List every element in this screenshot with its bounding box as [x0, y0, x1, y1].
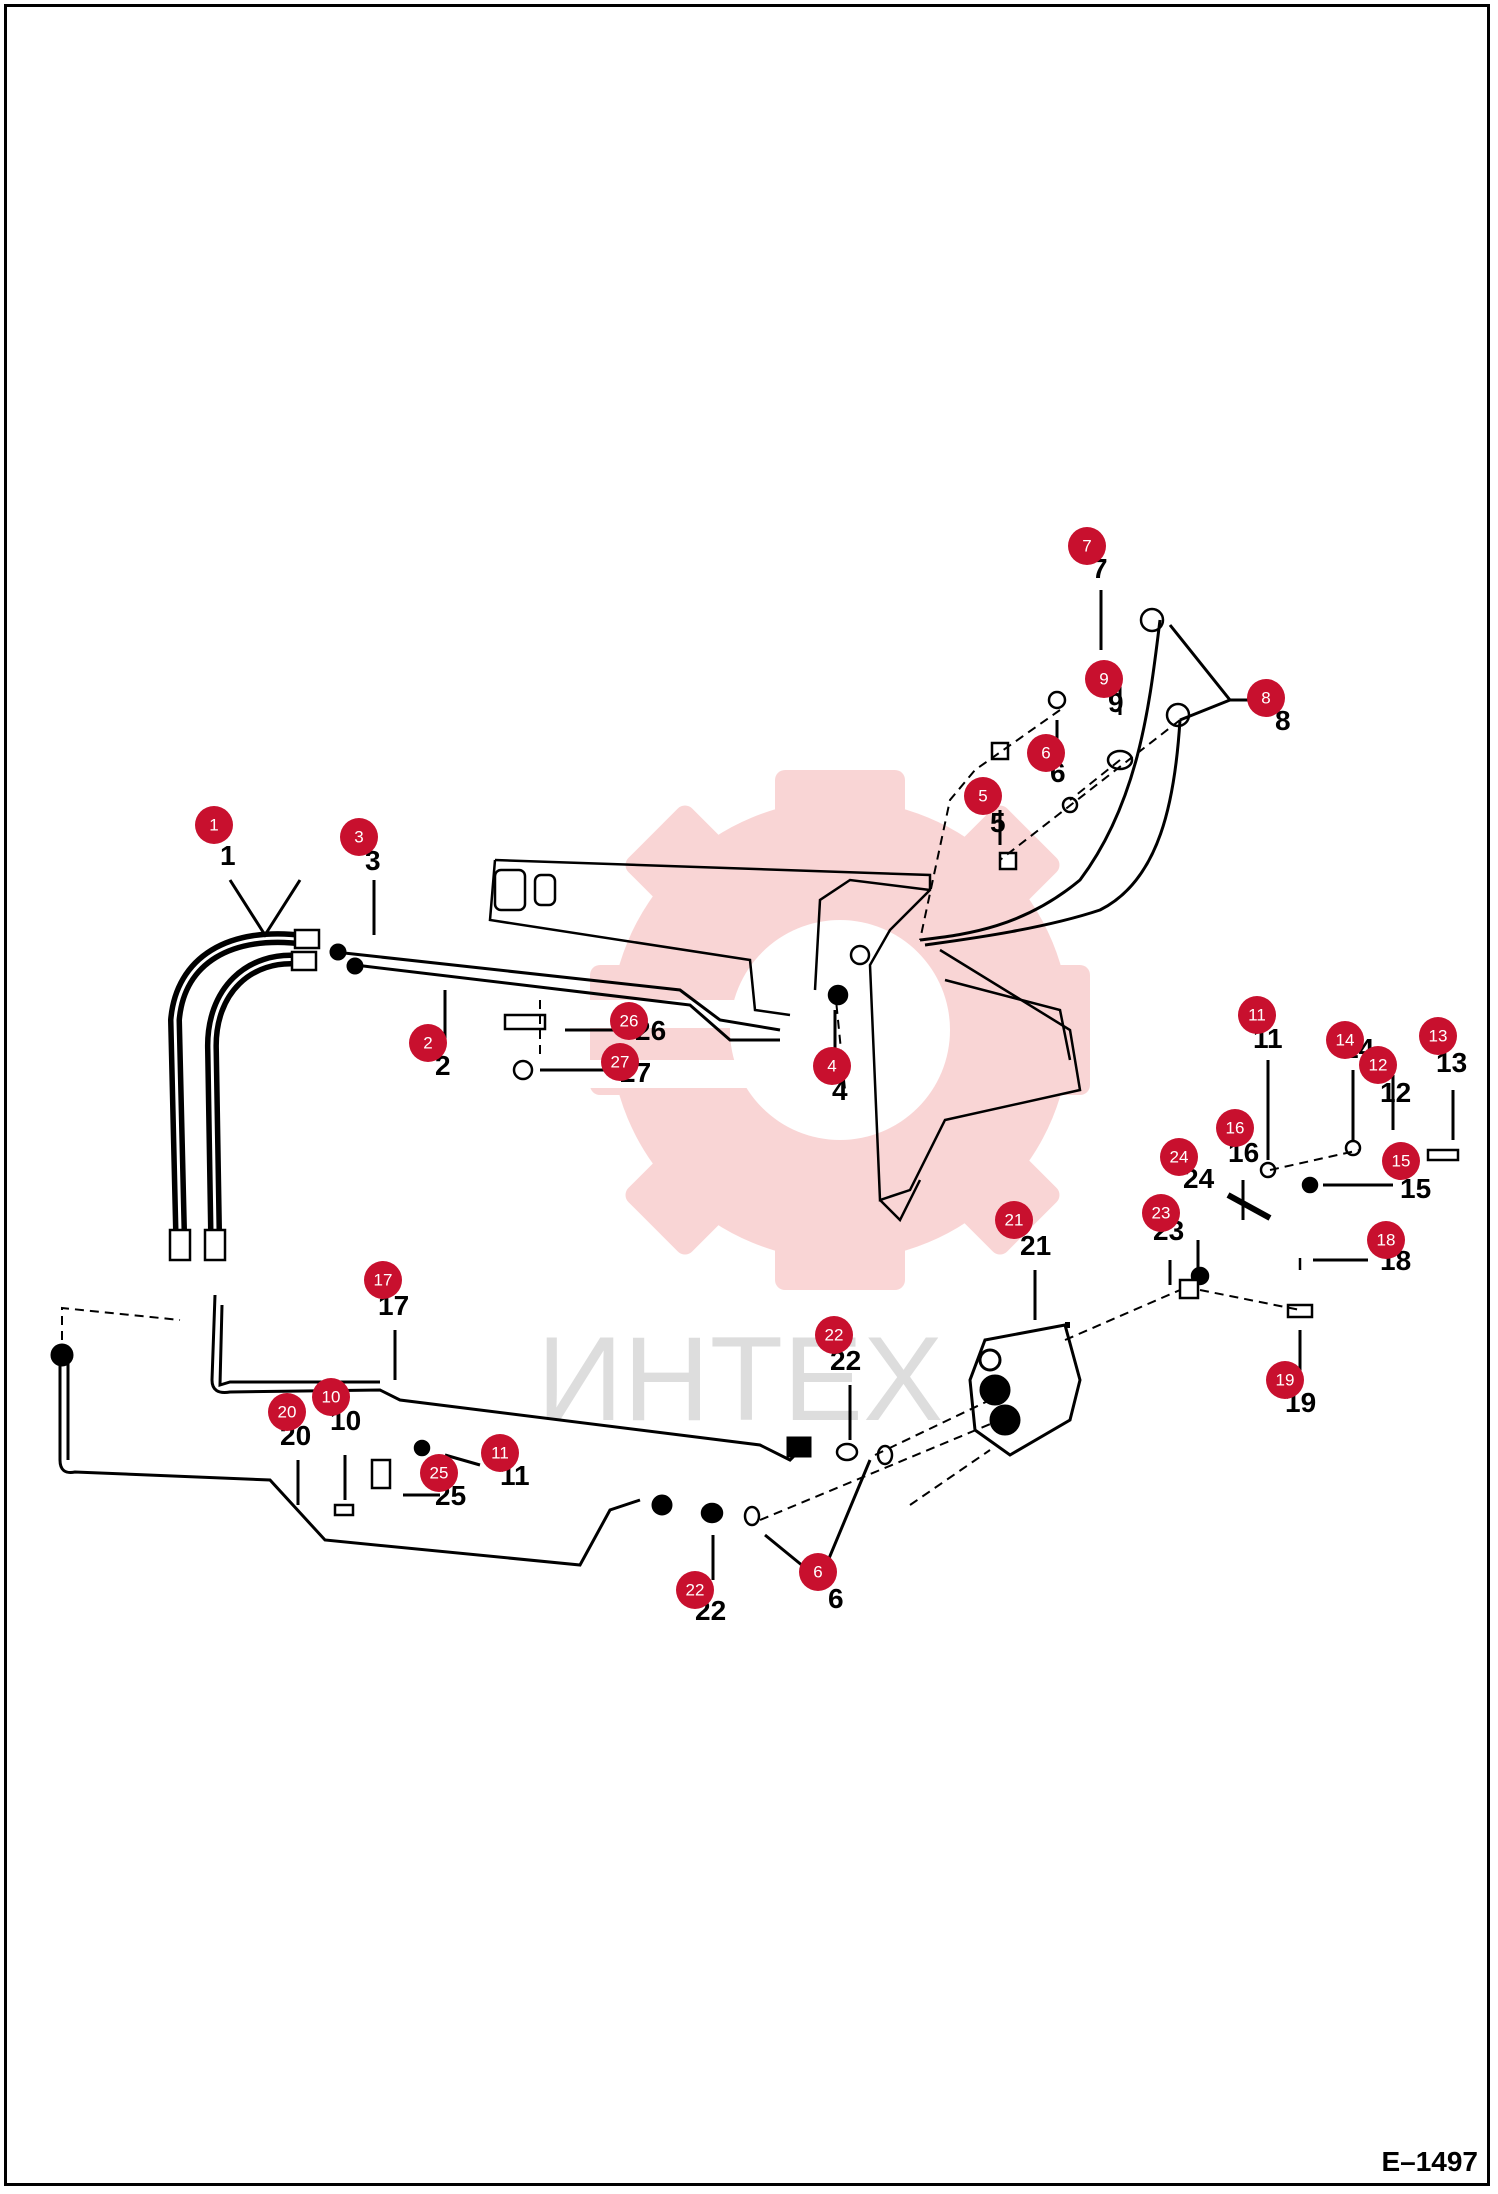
svg-text:11: 11 — [1248, 1006, 1266, 1025]
svg-text:11: 11 — [491, 1444, 509, 1463]
diagram-frame — [4, 4, 1490, 2186]
svg-text:22: 22 — [686, 1581, 705, 1600]
callout-badge-1: 1 — [195, 806, 233, 844]
callout-badge-23: 23 — [1142, 1194, 1180, 1232]
part-numbers: 7 9 8 6 5 1 3 2 26 27 4 11 14 12 13 16 1… — [220, 553, 1467, 1626]
callout-badge-11: 11 — [1238, 996, 1276, 1034]
svg-text:6: 6 — [813, 1563, 822, 1582]
hose-assembly — [167, 928, 321, 1262]
callout-badge-24: 24 — [1160, 1138, 1198, 1176]
watermark-logo — [520, 770, 1090, 1290]
tube-lines-lower — [50, 1294, 812, 1567]
callout-badge-7: 7 — [1068, 527, 1106, 565]
callout-badge-22: 22 — [676, 1571, 714, 1609]
svg-text:3: 3 — [354, 828, 363, 847]
callout-badge-5: 5 — [964, 777, 1002, 815]
callout-badge-18: 18 — [1367, 1221, 1405, 1259]
callout-badge-26: 26 — [610, 1002, 648, 1040]
callout-badge-16: 16 — [1216, 1109, 1254, 1147]
svg-text:5: 5 — [978, 787, 987, 806]
svg-text:6: 6 — [1041, 744, 1050, 763]
svg-text:17: 17 — [374, 1271, 393, 1290]
svg-text:27: 27 — [611, 1053, 630, 1072]
callout-badge-6: 6 — [799, 1553, 837, 1591]
part-number-5: 5 — [990, 807, 1006, 838]
svg-text:7: 7 — [1082, 537, 1091, 556]
callout-badge-4: 4 — [813, 1047, 851, 1085]
callout-badge-2: 2 — [409, 1024, 447, 1062]
svg-text:16: 16 — [1226, 1119, 1245, 1138]
hose-8 — [919, 619, 1182, 947]
callout-badge-15: 15 — [1382, 1142, 1420, 1180]
callout-badge-3: 3 — [340, 818, 378, 856]
callout-badge-13: 13 — [1419, 1017, 1457, 1055]
callout-badge-21: 21 — [995, 1201, 1033, 1239]
dashed-leaders — [61, 709, 1361, 1521]
svg-text:26: 26 — [620, 1012, 639, 1031]
callout-badges: 7 9 8 6 5 1 3 2 26 27 4 11 14 12 13 16 1… — [195, 527, 1457, 1609]
callout-badge-20: 20 — [268, 1393, 306, 1431]
svg-text:1: 1 — [209, 816, 218, 835]
small-parts — [333, 607, 1460, 1527]
svg-text:13: 13 — [1429, 1027, 1448, 1046]
svg-text:19: 19 — [1276, 1371, 1295, 1390]
svg-text:23: 23 — [1152, 1204, 1171, 1223]
svg-text:25: 25 — [430, 1464, 449, 1483]
watermark-text: ИНТЕХ — [537, 1312, 943, 1446]
callout-badge-8: 8 — [1247, 679, 1285, 717]
svg-text:24: 24 — [1170, 1148, 1189, 1167]
svg-text:2: 2 — [423, 1034, 432, 1053]
callout-badge-14: 14 — [1326, 1021, 1364, 1059]
svg-text:22: 22 — [825, 1326, 844, 1345]
solid-leaders — [228, 590, 1455, 1583]
part-number-6: 6 — [828, 1583, 844, 1614]
callout-badge-6: 6 — [1027, 734, 1065, 772]
frame-bracket — [488, 858, 1082, 1223]
part-number-8: 8 — [1275, 705, 1291, 736]
callout-badge-25: 25 — [420, 1454, 458, 1492]
svg-text:21: 21 — [1005, 1211, 1024, 1230]
reference-code: E–1497 — [1381, 2146, 1478, 2177]
svg-text:12: 12 — [1369, 1056, 1388, 1075]
svg-text:14: 14 — [1336, 1031, 1355, 1050]
callout-badge-9: 9 — [1085, 660, 1123, 698]
svg-text:8: 8 — [1261, 689, 1270, 708]
callout-badge-19: 19 — [1266, 1361, 1304, 1399]
callout-badge-17: 17 — [364, 1261, 402, 1299]
svg-text:15: 15 — [1392, 1152, 1411, 1171]
callout-badge-12: 12 — [1359, 1046, 1397, 1084]
control-valve — [968, 1322, 1082, 1457]
callout-badge-11: 11 — [481, 1434, 519, 1472]
part-number-1: 1 — [220, 840, 236, 871]
callout-badge-27: 27 — [601, 1043, 639, 1081]
svg-text:4: 4 — [827, 1057, 836, 1076]
callout-badge-10: 10 — [312, 1378, 350, 1416]
callout-badge-22: 22 — [815, 1316, 853, 1354]
svg-text:20: 20 — [278, 1403, 297, 1422]
svg-text:18: 18 — [1377, 1231, 1396, 1250]
svg-text:9: 9 — [1099, 670, 1108, 689]
tube-lines-upper — [329, 943, 781, 1042]
svg-text:10: 10 — [322, 1388, 341, 1407]
